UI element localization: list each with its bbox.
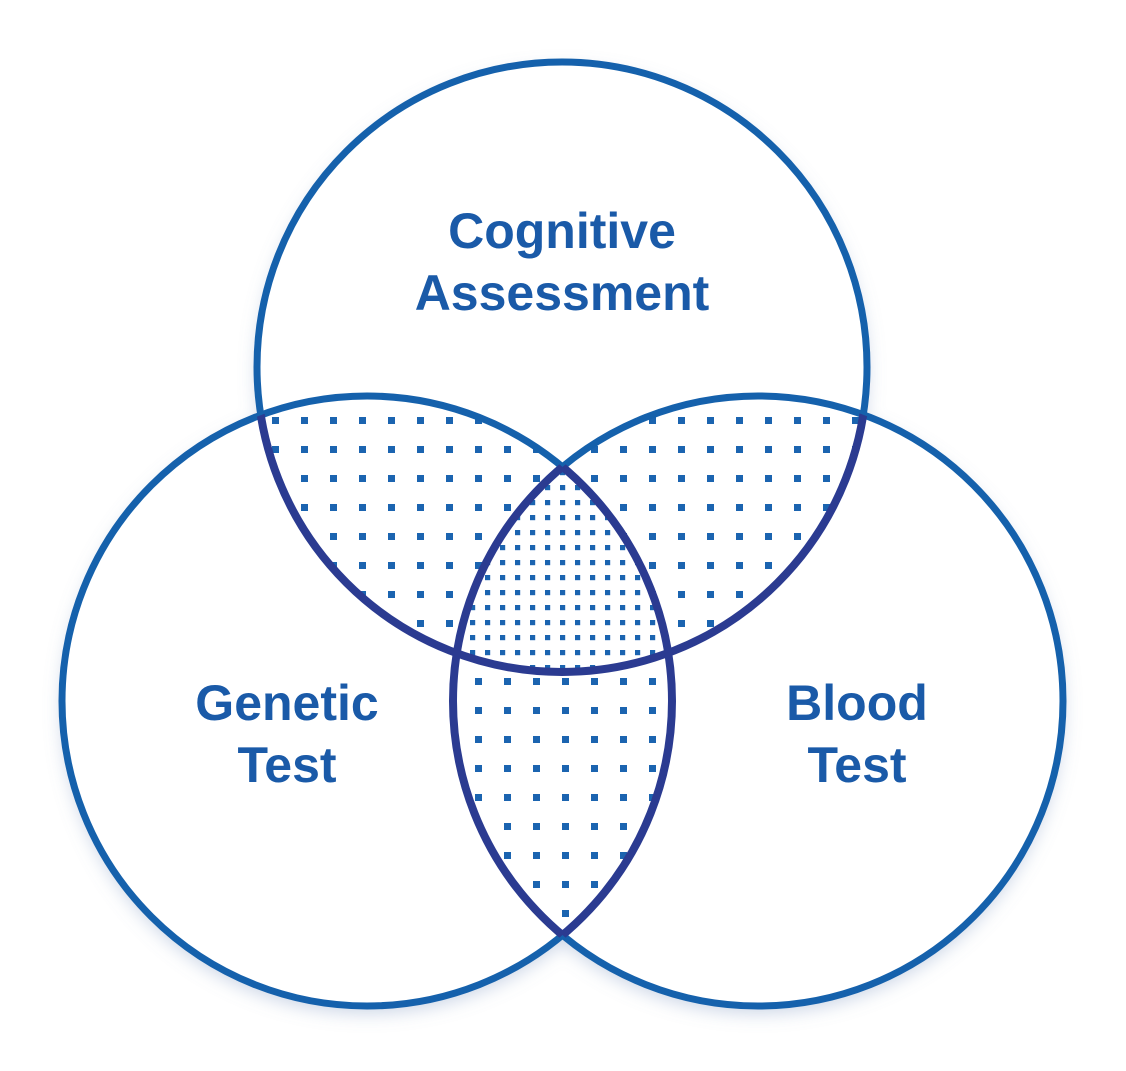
genetic-label-line1: Genetic — [195, 675, 379, 731]
cognitive-label: Cognitive Assessment — [415, 200, 710, 324]
blood-overlap-arc — [449, 396, 672, 1006]
overlap-fill-cognitive-genetic — [257, 396, 672, 672]
genetic-label-line2: Test — [237, 737, 337, 793]
cognitive-overlap-arc — [253, 396, 871, 676]
blood-label-line1: Blood — [786, 675, 928, 731]
genetic-label: Genetic Test — [195, 672, 378, 796]
cognitive-label-line1: Cognitive — [448, 203, 676, 259]
overlap-fill-cognitive-blood — [453, 396, 867, 672]
cognitive-label-line2: Assessment — [414, 265, 710, 321]
blood-label: Blood Test — [786, 672, 928, 796]
blood-label-line2: Test — [807, 737, 907, 793]
genetic-overlap-arc — [453, 396, 676, 1006]
